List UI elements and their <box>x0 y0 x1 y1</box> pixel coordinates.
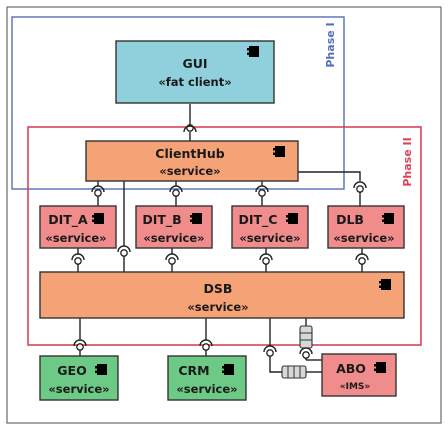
phase-1-label: Phase I <box>324 22 337 67</box>
clienthub-stereotype: «service» <box>159 164 220 178</box>
component-clienthub[interactable]: ClientHub «service» <box>85 140 299 182</box>
component-crm[interactable]: CRM «service» <box>167 355 247 401</box>
phase-2-boundary <box>27 126 422 346</box>
connector-dit-a-dsb <box>71 248 85 272</box>
dit-c-stereotype: «service» <box>239 231 300 245</box>
connector-dsb-geo <box>73 318 87 356</box>
abo-stereotype: «IMS» <box>340 382 371 392</box>
component-abo[interactable]: ABO «IMS» <box>321 353 397 397</box>
crm-name: CRM <box>178 363 209 378</box>
connector-clienthub-dit-a <box>91 181 105 206</box>
dlb-name: DLB <box>336 212 364 227</box>
component-dit-c[interactable]: DIT_C «service» <box>231 205 309 249</box>
abo-name: ABO <box>336 361 366 376</box>
dlb-stereotype: «service» <box>333 231 394 245</box>
connector-clienthub-dsb <box>117 181 131 272</box>
connector-clienthub-dit-c <box>255 181 269 206</box>
phase-1-boundary <box>11 16 345 190</box>
geo-name: GEO <box>57 363 86 378</box>
connector-dsb-abo-queue <box>263 318 322 379</box>
connector-dsb-abo-direct <box>299 318 322 361</box>
connector-dit-c-dsb <box>259 248 273 272</box>
component-dlb[interactable]: DLB «service» <box>327 205 405 249</box>
dit-b-name: DIT_B <box>142 212 181 228</box>
dit-b-stereotype: «service» <box>143 231 204 245</box>
message-queue-icon <box>299 325 313 349</box>
phase-2-label: Phase II <box>401 137 414 186</box>
connector-gui-clienthub <box>183 104 197 141</box>
diagram-frame <box>6 6 442 424</box>
dit-c-name: DIT_C <box>239 212 278 228</box>
dsb-name: DSB <box>204 281 233 296</box>
component-geo[interactable]: GEO «service» <box>39 355 119 401</box>
component-dsb[interactable]: DSB «service» <box>39 271 405 319</box>
clienthub-name: ClientHub <box>155 146 224 161</box>
connector-dit-b-dsb <box>165 248 179 272</box>
component-dit-b[interactable]: DIT_B «service» <box>135 205 213 249</box>
dit-a-name: DIT_A <box>48 212 88 228</box>
component-gui[interactable]: GUI «fat client» <box>115 40 275 104</box>
gui-name: GUI <box>182 56 207 71</box>
connector-dsb-crm <box>199 318 213 356</box>
dit-a-stereotype: «service» <box>45 231 106 245</box>
crm-stereotype: «service» <box>176 382 237 396</box>
connector-dlb-dsb <box>355 248 369 272</box>
component-dit-a[interactable]: DIT_A «service» <box>39 205 117 249</box>
dsb-stereotype: «service» <box>187 300 248 314</box>
connector-clienthub-dlb <box>298 171 367 206</box>
gui-stereotype: «fat client» <box>158 75 231 89</box>
geo-stereotype: «service» <box>48 382 109 396</box>
connector-clienthub-dit-b <box>169 181 183 206</box>
